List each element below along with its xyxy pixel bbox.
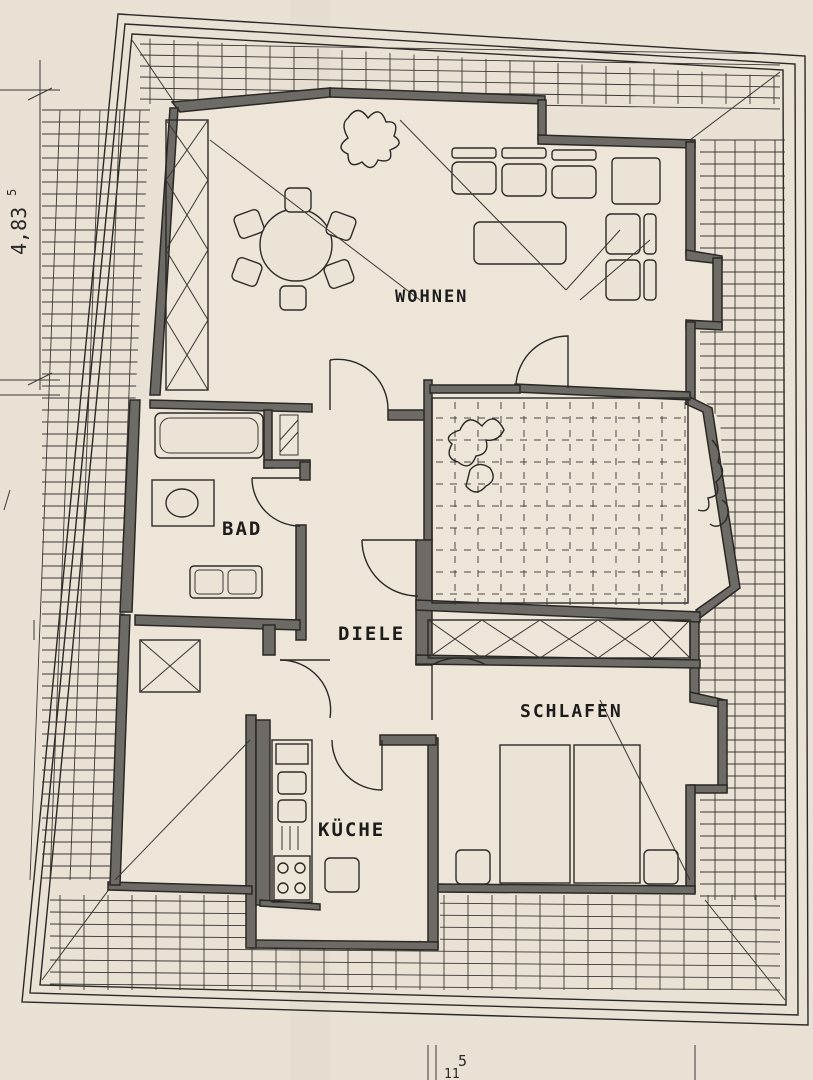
room-label-kueche: KÜCHE <box>318 817 385 841</box>
terrace-plant <box>447 418 505 493</box>
left-dimension: 4,83 5 <box>0 60 60 640</box>
schlafen-furniture <box>455 699 691 885</box>
door-swings <box>251 335 569 791</box>
room-label-diele: DIELE <box>338 623 405 645</box>
terrace-plant-right <box>697 439 729 527</box>
schlafen-window-strip <box>427 619 691 659</box>
interior-walls <box>134 379 701 911</box>
bottom-width-superscript: 5 <box>458 1052 467 1070</box>
storage-room-fixtures <box>114 639 251 881</box>
roof-tile-band <box>29 38 785 991</box>
wohnen-furniture <box>165 109 661 391</box>
left-height-label: 4,83 <box>7 207 31 255</box>
room-label-wohnen: WOHNEN <box>395 287 468 307</box>
bad-fixtures <box>151 412 299 599</box>
bottom-width-label: 11 <box>444 1067 460 1080</box>
room-label-schlafen: SCHLAFEN <box>520 701 623 722</box>
room-label-bad: BAD <box>222 518 262 540</box>
room-labels: WOHNEN BAD DIELE SCHLAFEN KÜCHE <box>222 287 623 841</box>
roof-hip-lines <box>41 39 786 1001</box>
terrace-tile-grid <box>431 397 689 605</box>
left-height-superscript: 5 <box>5 189 19 196</box>
bottom-dimension: 11 5 <box>427 1045 696 1080</box>
kueche-fixtures <box>271 739 360 903</box>
exterior-walls <box>107 87 741 951</box>
